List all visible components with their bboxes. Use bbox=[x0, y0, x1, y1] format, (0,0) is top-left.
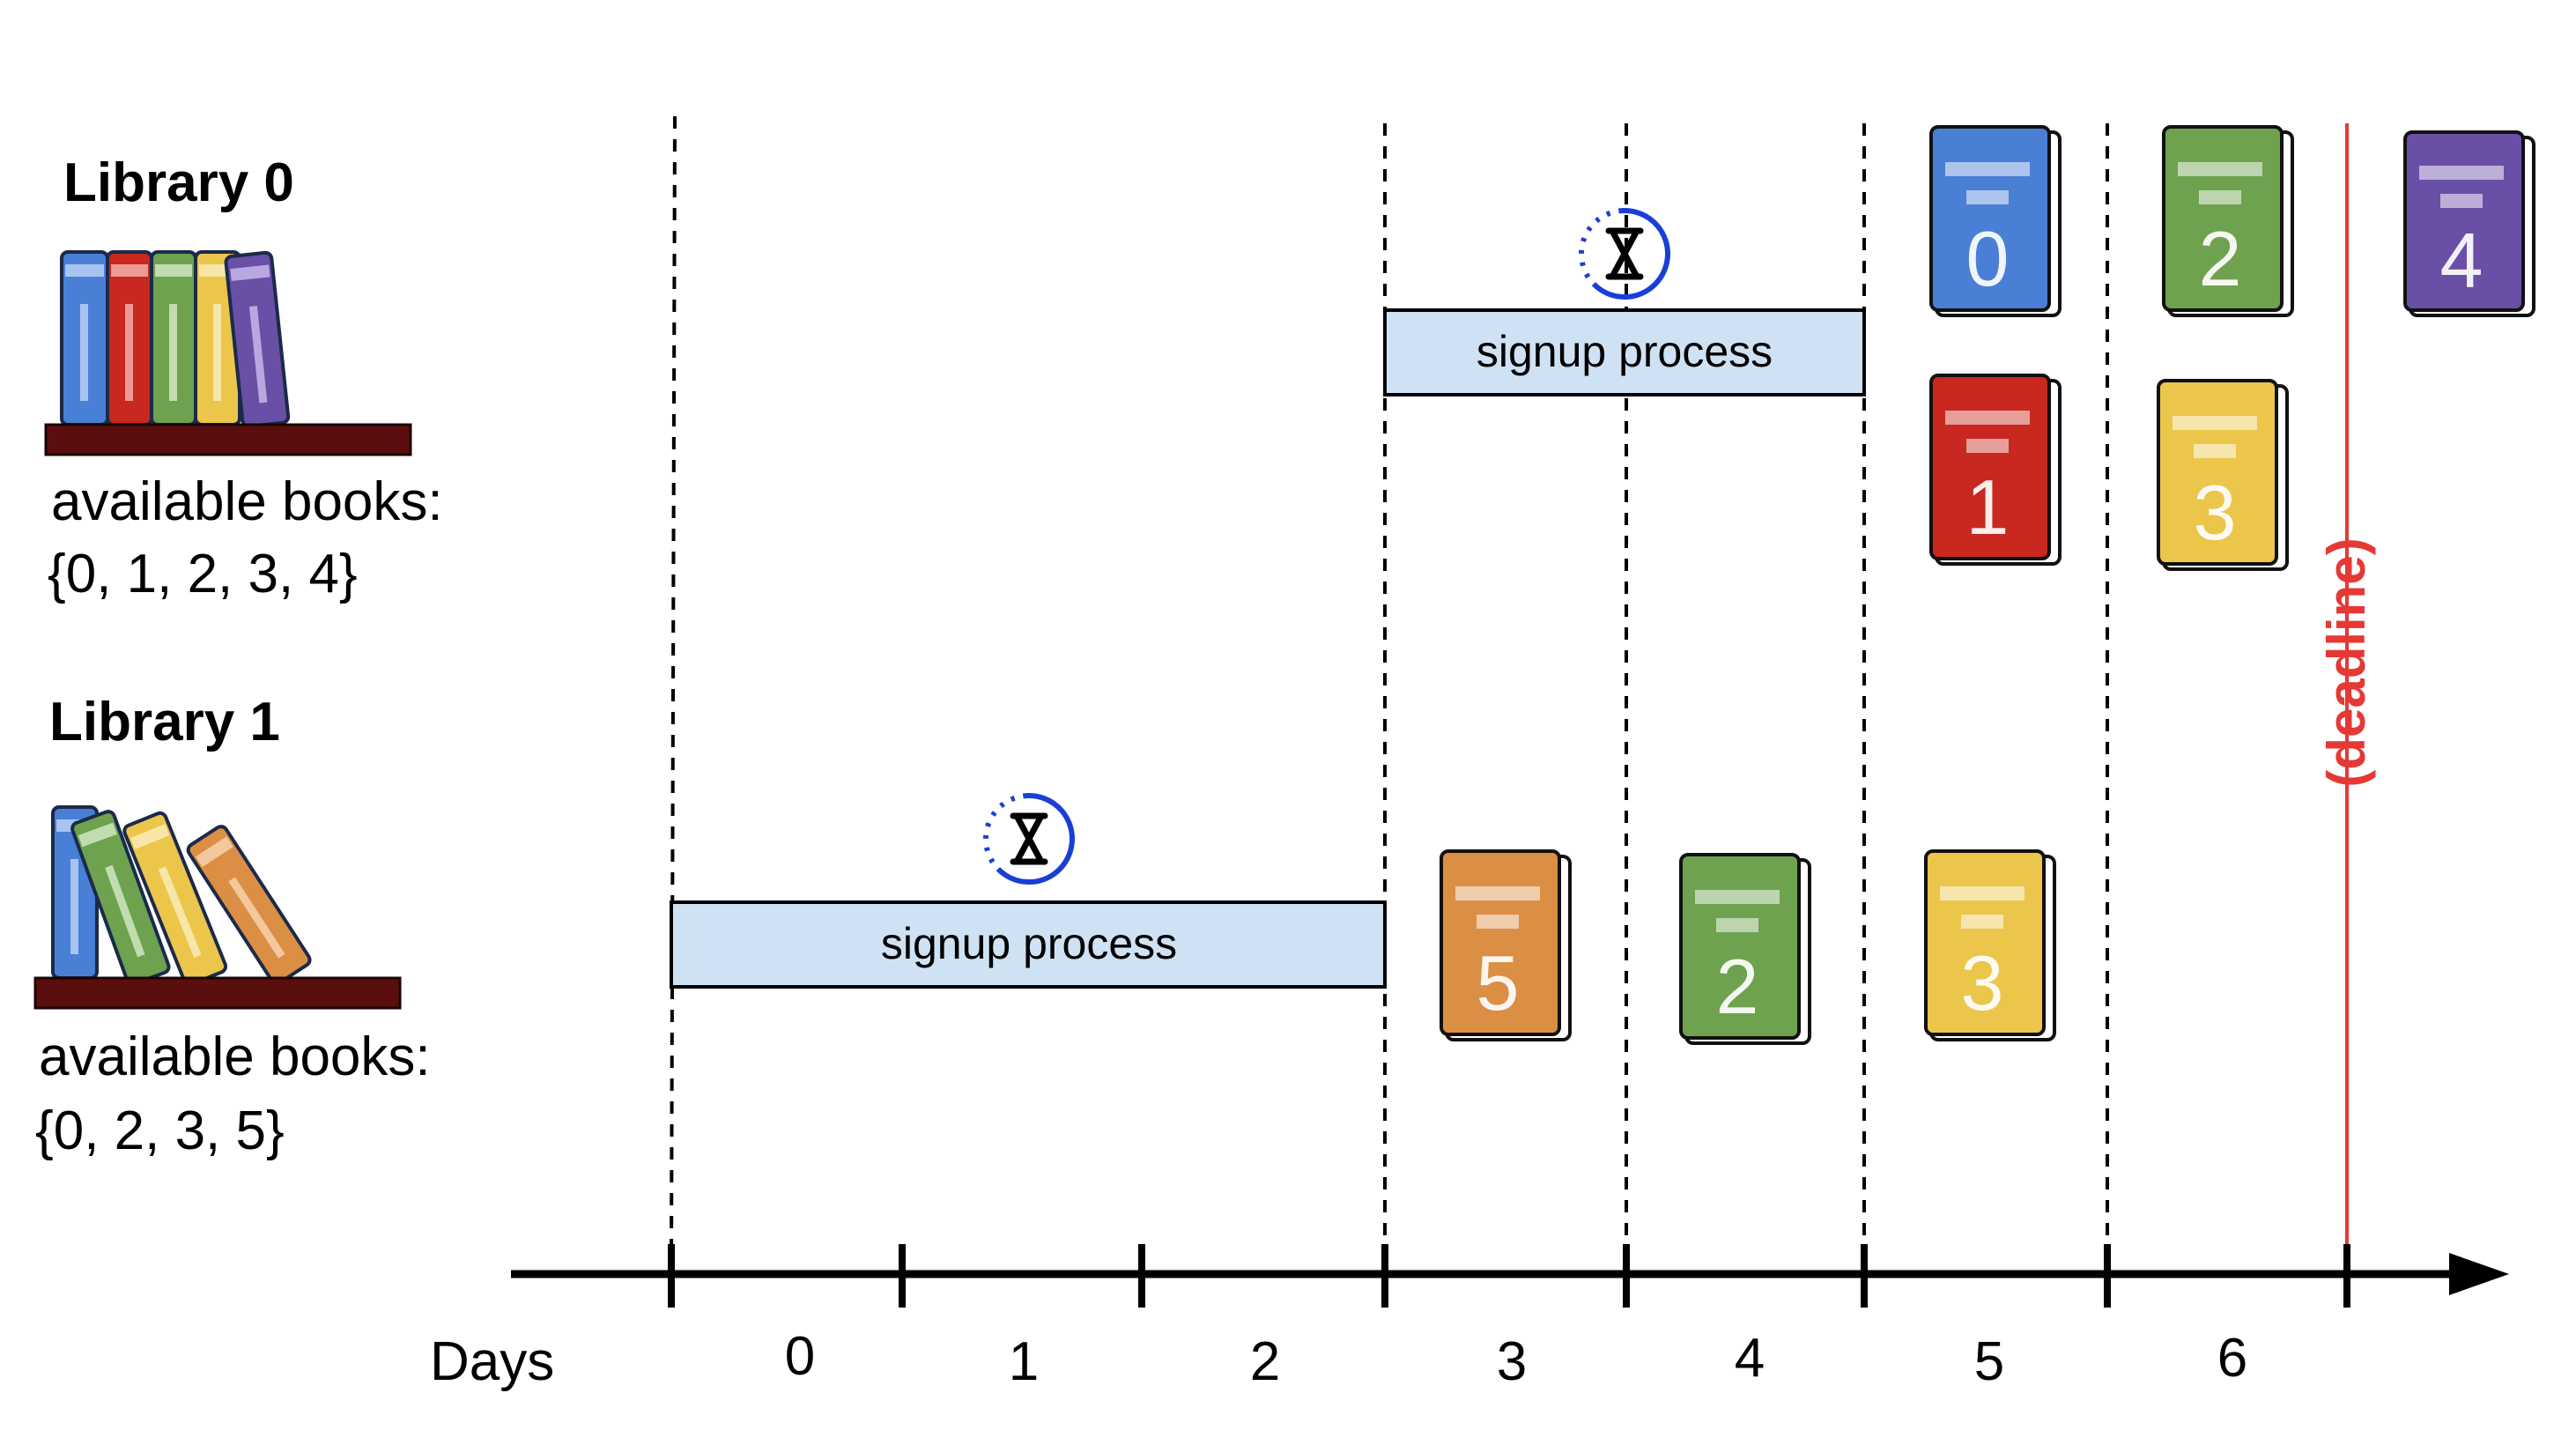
shelf-board bbox=[33, 976, 402, 1010]
shelf-book-yellow bbox=[122, 811, 228, 987]
axis-label: Days bbox=[430, 1331, 554, 1392]
axis-ticks bbox=[668, 1244, 2350, 1308]
shelf-book-blue bbox=[60, 250, 109, 426]
hourglass-icon bbox=[983, 793, 1075, 885]
deadline-label: (deadline) bbox=[2317, 537, 2376, 787]
timeline-axis: Days 0 1 2 3 4 5 6 bbox=[430, 1244, 2509, 1392]
book-number: 1 bbox=[1966, 463, 2010, 551]
signup-bar bbox=[1383, 308, 1866, 396]
shelf-book-green bbox=[150, 250, 197, 426]
library-1-books-label: available books: bbox=[39, 1026, 431, 1087]
scheduled-book: 1 bbox=[1929, 374, 2062, 566]
signup-bar bbox=[670, 900, 1387, 989]
axis-arrowhead bbox=[2449, 1253, 2509, 1295]
hourglass-icon bbox=[1579, 208, 1670, 300]
day-label: 5 bbox=[1974, 1331, 2004, 1392]
scheduled-book: 0 bbox=[1929, 125, 2062, 317]
library-0-title: Library 0 bbox=[63, 152, 294, 213]
book-number: 0 bbox=[1966, 215, 2010, 302]
library-0-books-set: {0, 1, 2, 3, 4} bbox=[48, 544, 358, 604]
shelf-book-orange bbox=[186, 825, 312, 985]
day-label: 2 bbox=[1250, 1331, 1280, 1392]
library-1-signup: signup process bbox=[670, 793, 1387, 989]
library-1-title: Library 1 bbox=[49, 692, 280, 752]
book-number: 3 bbox=[1961, 939, 2004, 1026]
deadline-marker: (deadline) bbox=[2317, 123, 2376, 1269]
scheduled-book: 4 bbox=[2403, 130, 2535, 317]
book-number: 2 bbox=[2199, 215, 2242, 302]
library-0-signup: signup process bbox=[1383, 208, 1866, 396]
divider-day-0-start bbox=[670, 115, 677, 1270]
scheduled-book: 2 bbox=[2162, 125, 2294, 317]
book-number: 5 bbox=[1477, 939, 1520, 1026]
shelf-book-purple bbox=[224, 250, 291, 428]
book-number: 3 bbox=[2194, 469, 2237, 556]
scheduled-book: 2 bbox=[1679, 853, 1811, 1045]
library-1-bookshelf-icon bbox=[33, 805, 402, 1010]
signup-label: signup process bbox=[1477, 327, 1773, 376]
book-number: 4 bbox=[2440, 217, 2483, 304]
library-0-bookshelf-icon bbox=[44, 250, 412, 456]
scheduled-book: 3 bbox=[2157, 379, 2289, 571]
library-0-books-label: available books: bbox=[51, 471, 443, 532]
day-label: 6 bbox=[2217, 1328, 2247, 1389]
scheduled-book: 5 bbox=[1440, 849, 1572, 1041]
day-label: 3 bbox=[1497, 1331, 1527, 1392]
library-1-panel: Library 1 ava bbox=[33, 692, 431, 1161]
shelf-board bbox=[44, 423, 412, 456]
shelf-book-red bbox=[106, 250, 153, 426]
day-label: 0 bbox=[785, 1326, 815, 1387]
scheduled-book: 3 bbox=[1924, 849, 2056, 1041]
day-label: 1 bbox=[1009, 1331, 1039, 1392]
day-label: 4 bbox=[1735, 1328, 1765, 1389]
library-1-books-set: {0, 2, 3, 5} bbox=[35, 1100, 285, 1161]
signup-label: signup process bbox=[881, 919, 1177, 968]
book-number: 2 bbox=[1716, 943, 1759, 1030]
day-dividers bbox=[670, 115, 2109, 1270]
library-0-panel: Library 0 bbox=[44, 152, 443, 604]
